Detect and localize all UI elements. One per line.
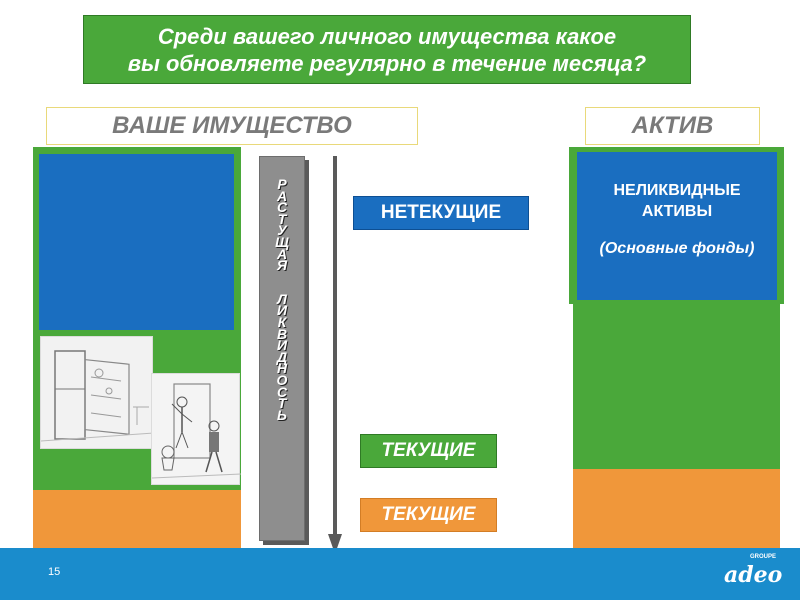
logo-groupe-text: GROUPE	[749, 554, 776, 560]
slide-title: Среди вашего личного имущества какое вы …	[83, 15, 691, 84]
liquidity-letter: Щ	[275, 233, 289, 250]
liquidity-letter: Т	[277, 210, 287, 227]
adeo-logo: GROUPE adeo	[722, 554, 782, 594]
liquidity-letter: Д	[276, 348, 288, 365]
illiquid-assets-text: НЕЛИКВИДНЫЕ АКТИВЫ	[613, 182, 741, 220]
current-label-green: ТЕКУЩИЕ	[360, 434, 497, 468]
property-orange-block	[33, 490, 241, 548]
liquidity-letter: У	[277, 222, 287, 239]
illiquid-assets-block: НЕЛИКВИДНЫЕ АКТИВЫ (Основные фонды)	[577, 152, 777, 300]
noncurrent-label: НЕТЕКУЩИЕ	[353, 196, 529, 230]
asset-orange-block	[573, 469, 780, 548]
liquidity-letter: К	[277, 313, 287, 330]
asset-header: АКТИВ	[585, 107, 760, 145]
liquidity-letter: Л	[277, 290, 287, 307]
liquidity-letter: Т	[277, 395, 287, 412]
liquidity-letter: Я	[276, 257, 288, 274]
liquidity-letter: А	[276, 245, 288, 262]
asset-green-block	[573, 300, 780, 470]
liquidity-letter: И	[276, 302, 288, 319]
liquidity-letter: В	[276, 325, 288, 342]
title-line-1: Среди вашего личного имущества какое	[157, 23, 617, 49]
liquidity-letter: С	[276, 383, 288, 400]
liquidity-letter: Р	[277, 176, 287, 192]
liquidity-letter: Н	[276, 360, 288, 377]
page-number: 15	[48, 566, 61, 578]
current-label-orange: ТЕКУЩИЕ	[360, 498, 497, 532]
down-arrow-icon	[328, 156, 342, 554]
liquidity-letter: И	[276, 337, 288, 354]
footer-bar	[0, 548, 800, 600]
title-line-2: вы обновляете регулярно в течение месяца…	[127, 50, 647, 76]
your-property-header: ВАШЕ ИМУЩЕСТВО	[46, 107, 418, 145]
liquidity-letter: А	[276, 187, 288, 204]
fixed-assets-text: (Основные фонды)	[599, 240, 755, 257]
people-sketch-image	[151, 373, 242, 485]
liquidity-letter: С	[276, 199, 288, 216]
refrigerator-sketch-image	[40, 336, 155, 449]
logo-adeo-text: adeo	[724, 562, 783, 588]
property-blue-block	[36, 151, 237, 333]
liquidity-letter: Ь	[277, 406, 287, 423]
liquidity-letter: О	[276, 371, 288, 388]
increasing-liquidity-bar: Р А С Т У Щ А Я Л И К В И Д Н О С Т Ь	[259, 156, 305, 541]
